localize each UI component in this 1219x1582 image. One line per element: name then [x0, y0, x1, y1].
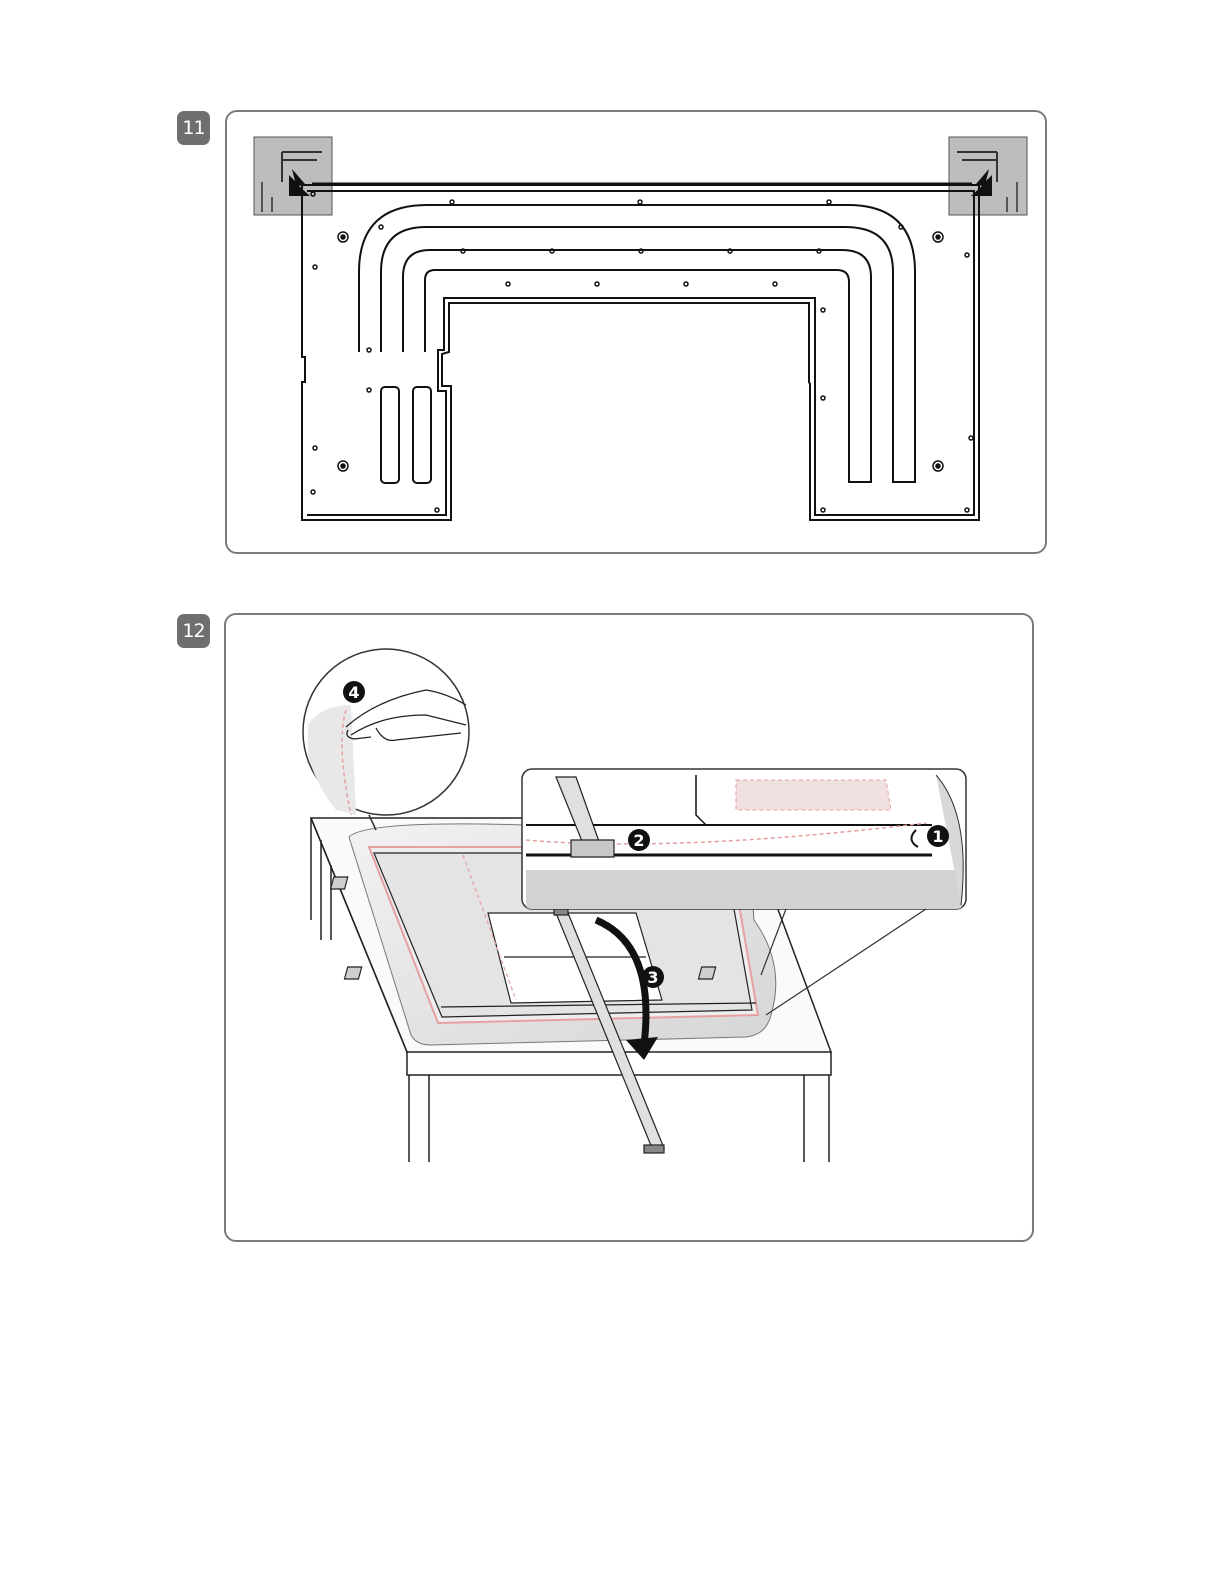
- callout-1: 1: [932, 827, 943, 846]
- step-number-badge: 11: [177, 111, 210, 145]
- step-11-panel: [225, 110, 1047, 554]
- corner-guard-right: [949, 137, 1027, 215]
- step-number-badge: 12: [177, 614, 210, 648]
- magnifier-circle-4: 4: [303, 649, 469, 830]
- corner-guard-left: [254, 137, 332, 215]
- step-11-illustration: [227, 112, 1047, 554]
- callout-3: 3: [647, 968, 658, 987]
- step-12-illustration: 3 4: [226, 615, 1034, 1242]
- callout-4: 4: [348, 683, 359, 702]
- callout-2: 2: [633, 831, 644, 850]
- mounting-holes: [311, 192, 973, 512]
- step-12-panel: 3 4: [224, 613, 1034, 1242]
- display-back-outline: [302, 184, 979, 520]
